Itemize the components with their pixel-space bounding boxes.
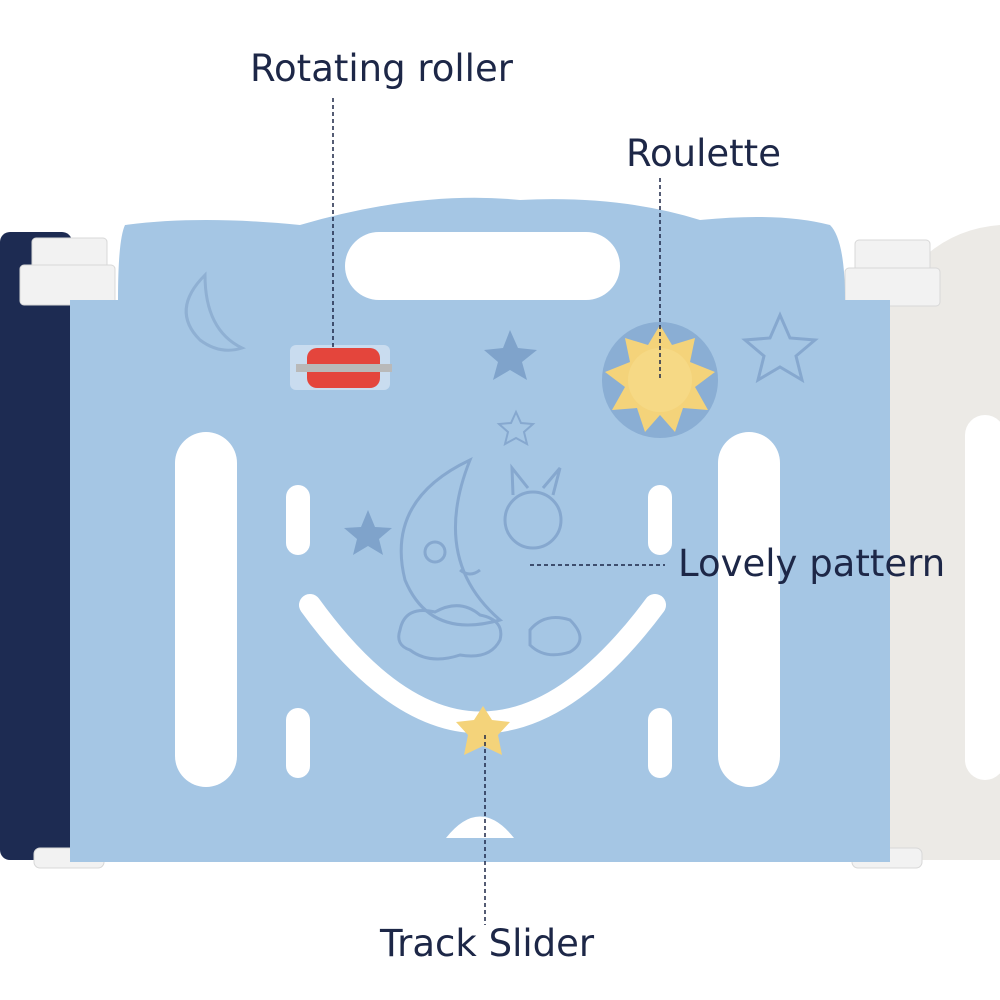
lovely-pattern-label: Lovely pattern <box>678 542 946 585</box>
handle-opening <box>345 232 620 300</box>
roulette-label: Roulette <box>626 132 781 175</box>
roulette <box>602 322 718 438</box>
rotating-roller-label: Rotating roller <box>250 47 513 90</box>
star-icon <box>741 311 819 384</box>
moon-icon <box>184 271 247 352</box>
star-icon <box>496 409 536 446</box>
rotating-roller <box>290 345 392 390</box>
connector-right <box>844 239 941 869</box>
track-slider <box>456 706 510 755</box>
star-icon <box>484 330 537 380</box>
navy-panel <box>0 232 72 860</box>
panel-slots <box>175 432 780 838</box>
star-icon <box>344 510 392 555</box>
moon-bunny-pattern <box>397 457 582 661</box>
callout-lines <box>332 98 665 925</box>
track-slider-label: Track Slider <box>380 922 595 965</box>
